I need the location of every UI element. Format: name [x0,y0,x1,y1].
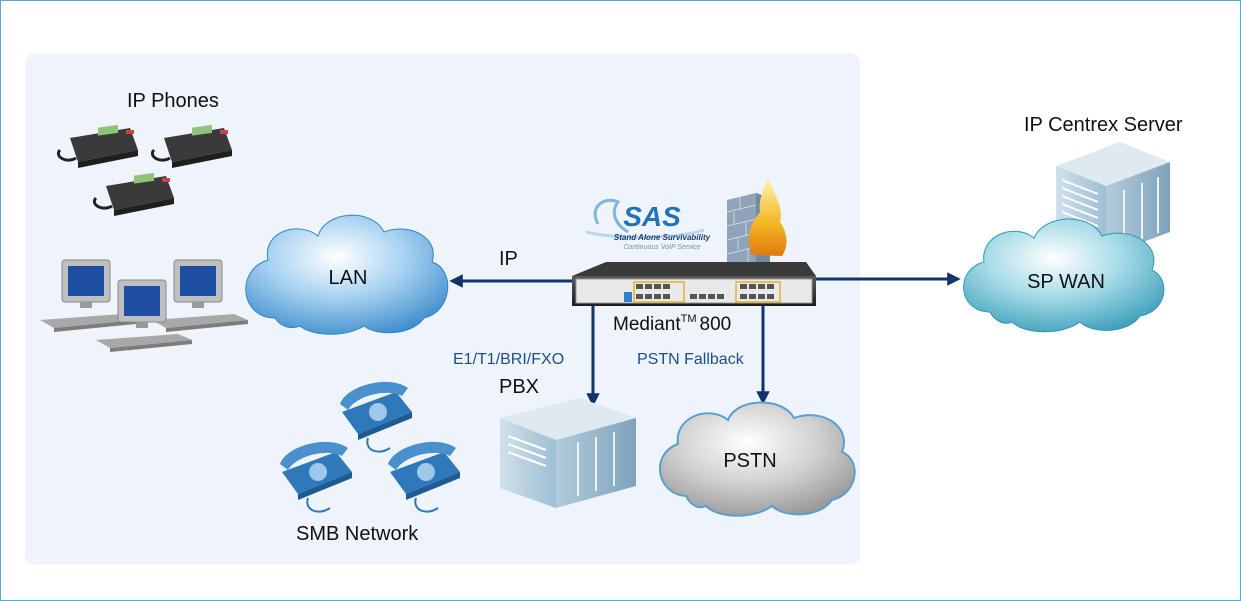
ip-centrex-server-label: IP Centrex Server [1024,114,1183,136]
sas-logo-title: SAS [623,201,681,232]
pbx-label: PBX [499,376,539,398]
analog-phone-icon [280,441,352,513]
sas-swoosh-icon [593,198,629,234]
ip-centrex-server-icon [1056,142,1170,256]
sas-logo-tagline: Stand Alone Survivability [614,233,711,242]
sp-wan-label: SP WAN [1027,271,1105,293]
sas-logo: SAS Stand Alone Survivability Continuous… [585,198,711,251]
sp-wan-cloud: SP WAN [963,218,1165,333]
analog-phone-icon [388,441,460,513]
workstation-icon [96,279,192,352]
smb-network-label: SMB Network [296,523,419,545]
ip-phone-icon [93,172,174,216]
pstn-fallback-label: PSTN Fallback [637,351,745,368]
lan-cloud: LAN [245,214,449,335]
firewall-icon [726,178,787,272]
pbx-server-icon [500,398,636,508]
ip-phone-icon [57,124,138,168]
workstation-icon [152,259,248,332]
pstn-cloud: PSTN [658,401,856,517]
workstation-icon [40,259,136,332]
ip-phones-label: IP Phones [127,90,219,112]
e1-t1-bri-fxo-label: E1/T1/BRI/FXO [453,351,564,368]
smb-network-panel [25,53,860,565]
mediant-800-device [572,262,816,306]
mediant-name: Mediant [613,314,681,335]
sas-logo-subtagline: Continuous VoIP Service [623,244,700,251]
mediant-model: 800 [700,314,732,335]
lan-label: LAN [329,267,368,289]
analog-phone-icon [340,381,412,453]
ip-link-label: IP [499,248,518,270]
pstn-label: PSTN [723,450,776,472]
mediant-tm: TM [681,313,697,325]
ip-phone-icon [151,124,232,168]
